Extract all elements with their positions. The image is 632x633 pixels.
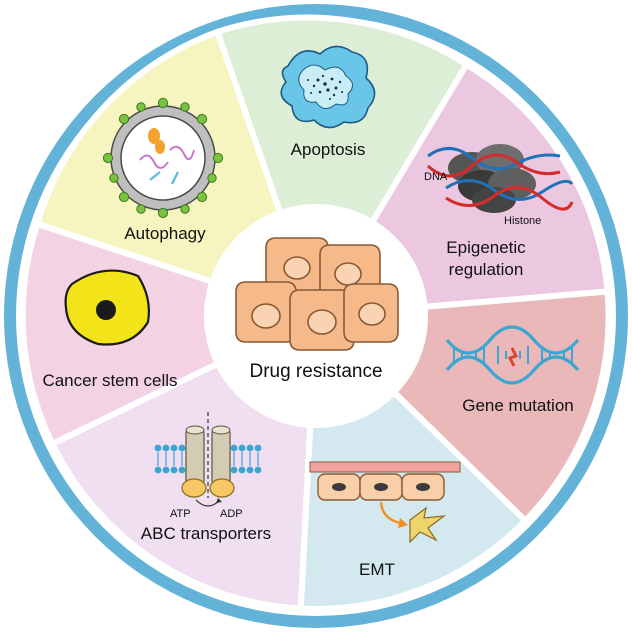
emt-cells-icon — [309, 461, 461, 544]
histone-label: Histone — [504, 215, 541, 227]
center-label: Drug resistance — [249, 361, 382, 382]
dna-helix-icon — [445, 325, 580, 385]
abc-transporter-icon — [154, 412, 262, 507]
abc-transporters-label: ABC transporters — [141, 524, 271, 543]
epigenetic-label-line1: Epigenetic — [446, 238, 526, 257]
apoptosis-label: Apoptosis — [291, 140, 366, 159]
cell-cluster-icon — [235, 237, 399, 351]
cancer-stem-cells-label: Cancer stem cells — [42, 371, 177, 390]
stem-cell-icon — [64, 269, 150, 346]
gene-mutation-label: Gene mutation — [462, 396, 574, 415]
segment-apoptosis — [214, 14, 470, 319]
atp-label: ATP — [170, 508, 191, 520]
epigenetic-label-line2: regulation — [449, 260, 524, 279]
emt-label: EMT — [359, 560, 395, 579]
autophagy-label: Autophagy — [124, 224, 206, 243]
histone-dna-icon — [426, 144, 574, 213]
autophagosome-icon — [102, 97, 224, 219]
apoptotic-cell-icon — [280, 45, 376, 129]
dna-label: DNA — [424, 171, 448, 183]
adp-label: ADP — [220, 508, 243, 520]
